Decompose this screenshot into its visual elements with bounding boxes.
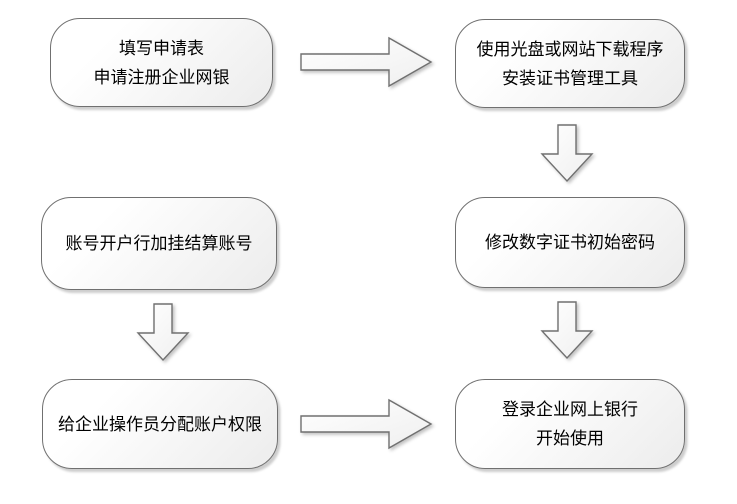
block-arrow-down-icon (136, 303, 190, 362)
flow-node-assign-operator-permissions: 给企业操作员分配账户权限 (42, 379, 278, 469)
node-text-line: 给企业操作员分配账户权限 (58, 414, 262, 434)
flow-node-change-initial-cert-password: 修改数字证书初始密码 (455, 197, 685, 288)
node-text-line: 安装证书管理工具 (502, 68, 638, 88)
block-arrow-down-icon (540, 301, 594, 360)
node-text-line: 登录企业网上银行 (502, 400, 638, 419)
node-text-line: 修改数字证书初始密码 (485, 233, 655, 252)
block-arrow-down-icon (540, 124, 594, 183)
flow-node-login-and-start-using: 登录企业网上银行 开始使用 (455, 379, 685, 469)
node-text-line: 填写申请表 (119, 38, 204, 58)
node-text-line: 申请注册企业网银 (93, 67, 230, 87)
flow-node-fill-application-form: 填写申请表 申请注册企业网银 (50, 18, 273, 107)
node-text-line: 账号开户行加挂结算账号 (65, 234, 253, 253)
node-text-line: 使用光盘或网站下载程序 (476, 39, 664, 59)
node-text-line: 开始使用 (536, 429, 604, 448)
block-arrow-right-icon (300, 398, 433, 450)
flow-node-download-install-cert-tool: 使用光盘或网站下载程序 安装证书管理工具 (455, 19, 685, 108)
flow-node-link-settlement-account: 账号开户行加挂结算账号 (41, 197, 277, 290)
block-arrow-right-icon (300, 36, 433, 88)
